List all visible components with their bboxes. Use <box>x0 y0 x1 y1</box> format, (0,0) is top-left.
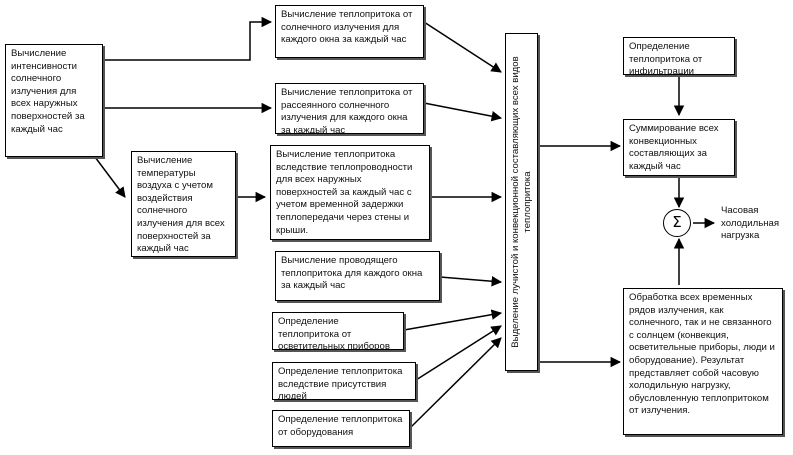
box-radiation-processing: Обработка всех временных рядов излучения… <box>623 288 783 435</box>
box-conduction-gain: Вычисление теплопритока вследствие тепло… <box>270 145 430 240</box>
box-infiltration-gain: Определение теплопритока от инфильтрации <box>623 37 735 75</box>
summation-node: Σ <box>663 209 691 237</box>
box-air-temperature: Вычисление температуры воздуха с учетом … <box>131 151 236 257</box>
box-convective-summation: Суммирование всех конвекционных составля… <box>623 119 735 176</box>
separator-label: Выделение лучистой и конвекционной соста… <box>509 56 533 348</box>
box-equipment-gain: Определение теплопритока от оборудования <box>272 410 410 447</box>
arrow-equipment-to-sep <box>409 337 502 429</box>
output-label: Часовая холодильная нагрузка <box>721 205 780 242</box>
arrow-window-cond-to-sep <box>439 275 503 287</box>
arrow-people-to-sep <box>415 325 502 381</box>
arrow-solar-to-window <box>103 16 273 61</box>
arrow-diffuse-to-sep <box>423 102 503 122</box>
box-window-conduction-gain: Вычисление проводящего теплопритока для … <box>275 251 440 301</box>
box-diffuse-window-gain: Вычисление теплопритока от рассеянного с… <box>275 83 424 134</box>
arrow-solar-window-to-sep <box>423 21 502 73</box>
box-people-gain: Определение теплопритока вследствие прис… <box>272 362 416 400</box>
box-solar-intensity: Вычисление интенсивности солнечного излу… <box>5 44 103 157</box>
arrow-solar-to-air-temp <box>94 156 126 198</box>
box-solar-window-gain: Вычисление теплопритока от солнечного из… <box>275 5 424 58</box>
box-lighting-gain: Определение теплопритока от осветительны… <box>272 312 404 350</box>
arrow-lighting-to-sep <box>403 309 503 331</box>
separator-box: Выделение лучистой и конвекционной соста… <box>505 33 538 371</box>
